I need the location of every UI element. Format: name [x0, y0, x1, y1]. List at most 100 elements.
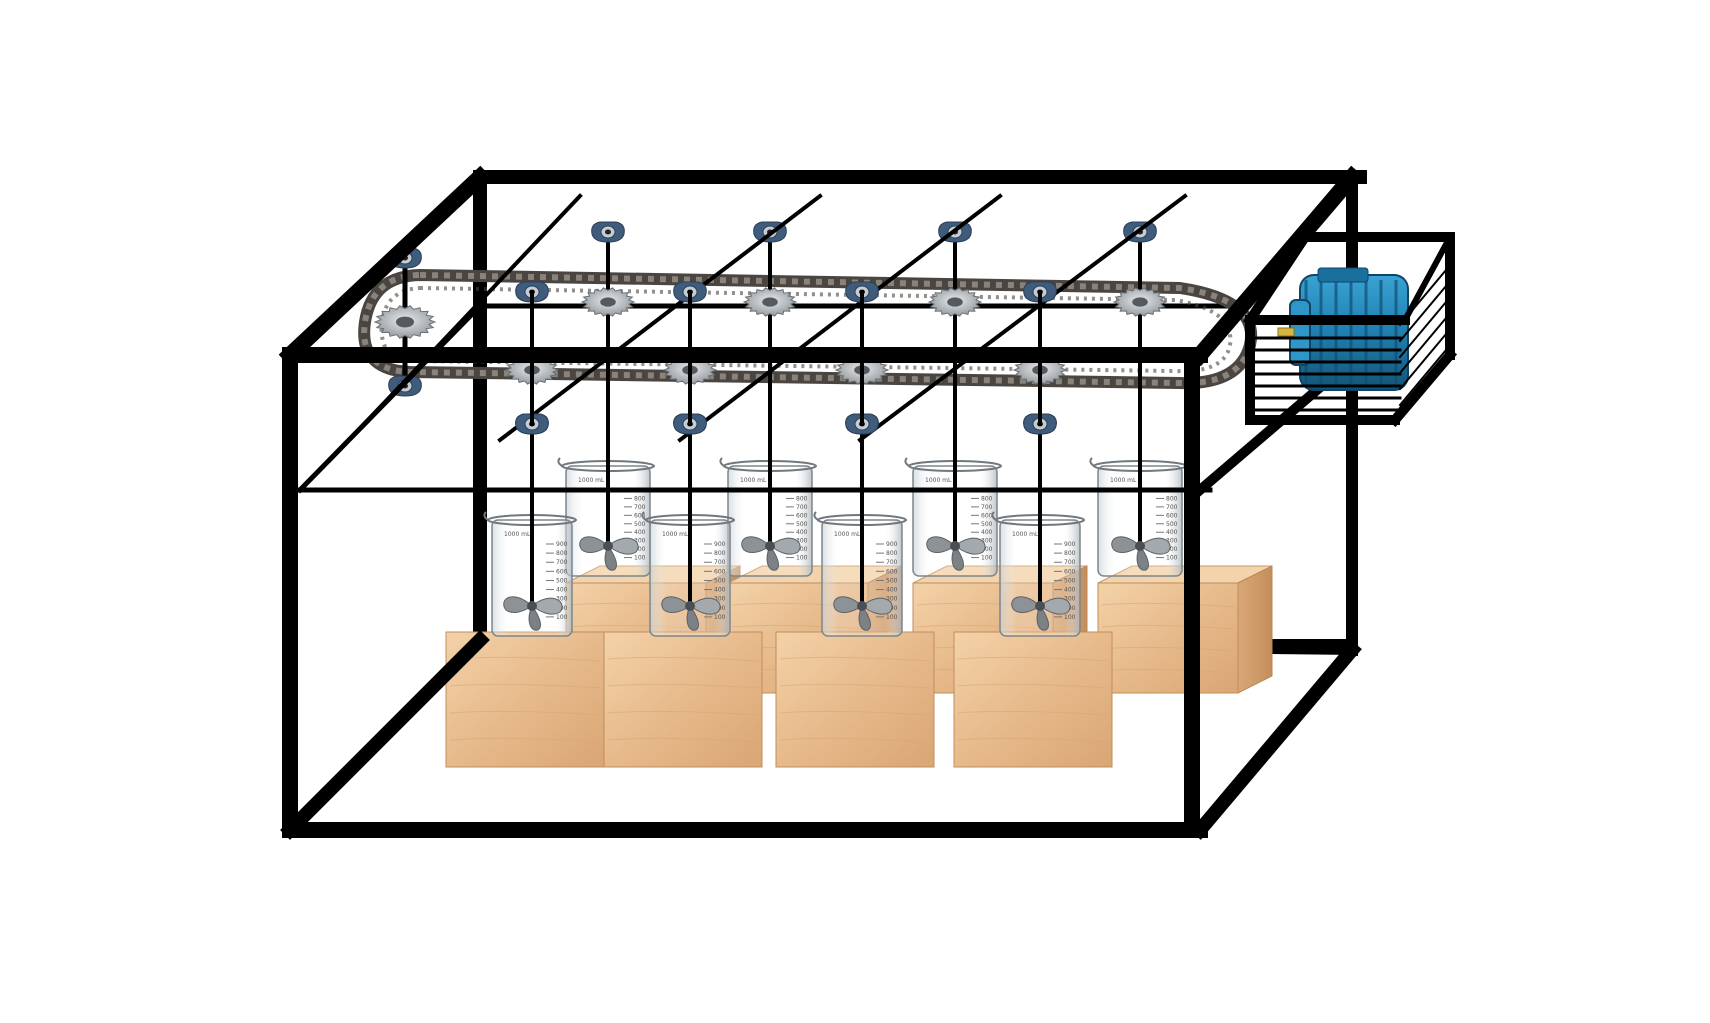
sprocket-gear-icon [373, 305, 437, 339]
beaker-graduation-label: 500 [1064, 577, 1076, 584]
frame-diagonal-brace [497, 193, 823, 443]
beaker-graduation-label: 600 [1064, 568, 1076, 575]
beaker-graduation-label: 800 [634, 495, 646, 502]
block-grain [449, 683, 601, 689]
impeller-blade [766, 545, 779, 571]
pillow-block-bearing-icon [591, 221, 625, 243]
impeller-blade [1111, 536, 1141, 553]
beaker-graduation-label: 700 [1166, 504, 1178, 511]
beaker-graduation-label: 300 [1064, 596, 1076, 603]
block-grain [1101, 668, 1235, 674]
beaker-capacity-label: 1000 mL [834, 531, 861, 538]
beaker-graduation-label: 600 [714, 568, 726, 575]
sprocket-hub [947, 297, 963, 307]
frame-front [278, 165, 1364, 840]
propeller-impeller-icon [1111, 536, 1171, 571]
beaker-capacity-label: 1000 mL [504, 531, 531, 538]
impeller-blade [686, 605, 699, 631]
beaker-graduation-label: 600 [634, 512, 646, 519]
beaker-capacity-label: 1000 mL [740, 477, 767, 484]
block-grain [779, 656, 931, 662]
beaker-graduation-label: 500 [796, 521, 808, 528]
beaker-graduation-label: 500 [1166, 521, 1178, 528]
chain-loop [358, 268, 1258, 390]
sprocket-hub [396, 316, 414, 328]
beaker-graduation-label: 200 [796, 546, 808, 553]
electric-motor-icon [1243, 230, 1458, 428]
beaker-graduation-label: 800 [1166, 495, 1178, 502]
beaker-graduation-label: 100 [796, 555, 808, 562]
propeller-impeller-icon [1011, 596, 1071, 631]
impeller-hub [685, 601, 695, 611]
beaker-spout [813, 511, 819, 521]
beaker-graduation-label: 100 [634, 555, 646, 562]
impeller-blade [689, 597, 721, 615]
impeller-blade [858, 605, 871, 631]
beaker-graduation-label: 600 [1166, 512, 1178, 519]
beaker-graduation-label: 100 [556, 614, 568, 621]
impeller-blade [503, 596, 533, 613]
block-grain [779, 737, 931, 743]
beaker-graduation-label: 500 [981, 521, 993, 528]
impeller-blade [861, 597, 893, 615]
beaker-capacity-label: 1000 mL [1012, 531, 1039, 538]
impeller-blade [833, 596, 863, 613]
sprocket-hub [600, 297, 616, 307]
wooden-block-icon [775, 631, 935, 768]
impeller-blade [661, 596, 691, 613]
block-grain [779, 710, 931, 716]
propeller-impeller-icon [503, 596, 563, 631]
impeller-hub [950, 541, 960, 551]
motor-cage-top-left-diagonal [1243, 230, 1312, 327]
beaker-spout [991, 511, 997, 521]
block-grain [607, 710, 759, 716]
beaker-graduation-label: 400 [714, 587, 726, 594]
beaker-graduation-label: 900 [1064, 541, 1076, 548]
beaker-capacity-label: 1000 mL [662, 531, 689, 538]
sprocket-gear-icon [1112, 287, 1168, 317]
impeller-hub [857, 601, 867, 611]
beaker-graduation-label: 300 [886, 596, 898, 603]
beaker-graduation-label: 500 [556, 577, 568, 584]
beaker-capacity-label: 1000 mL [925, 477, 952, 484]
beaker-graduation-label: 200 [634, 546, 646, 553]
beaker-graduation-label: 800 [886, 550, 898, 557]
beaker-graduation-label: 900 [556, 541, 568, 548]
block-grain [1101, 602, 1235, 608]
beaker-graduation-label: 100 [1064, 614, 1076, 621]
impeller-blade [1136, 545, 1149, 571]
impeller-blade [579, 536, 609, 553]
beaker-graduation-label: 400 [634, 529, 646, 536]
impeller-blade [954, 537, 986, 555]
block-grain [779, 683, 931, 689]
block-grain [957, 710, 1109, 716]
beaker-graduation-label: 100 [1166, 555, 1178, 562]
beaker-graduation-label: 300 [796, 538, 808, 545]
impeller-hub [1135, 541, 1145, 551]
impeller-blade [528, 605, 541, 631]
block-grain [449, 737, 601, 743]
propeller-impeller-icon [741, 536, 801, 571]
beaker-graduation-label: 600 [796, 512, 808, 519]
beaker-graduation-label: 800 [1064, 550, 1076, 557]
propeller-impeller-icon [661, 596, 721, 631]
block-front-face [953, 631, 1113, 768]
drive-chain [358, 247, 1258, 397]
sprocket-gear-icon [927, 287, 983, 317]
propeller-impeller-icon [579, 536, 639, 571]
beaker-graduation-label: 400 [1166, 529, 1178, 536]
beaker-graduation-label: 400 [556, 587, 568, 594]
block-grain [957, 737, 1109, 743]
beaker-graduation-label: 700 [556, 559, 568, 566]
impeller-blade [1011, 596, 1041, 613]
beaker-graduation-label: 400 [981, 529, 993, 536]
beaker-spout [904, 457, 910, 467]
motor-cage-side-slat [1398, 348, 1448, 407]
beaker-graduation-label: 300 [1166, 538, 1178, 545]
beaker-spout [641, 511, 647, 521]
beaker-graduation-label: 100 [886, 614, 898, 621]
front-row-stirrers: 1000 mL9008007006005004003002001001000 m… [445, 290, 1113, 768]
beaker-graduation-label: 600 [981, 512, 993, 519]
beaker-graduation-label: 900 [714, 541, 726, 548]
block-grain [607, 656, 759, 662]
